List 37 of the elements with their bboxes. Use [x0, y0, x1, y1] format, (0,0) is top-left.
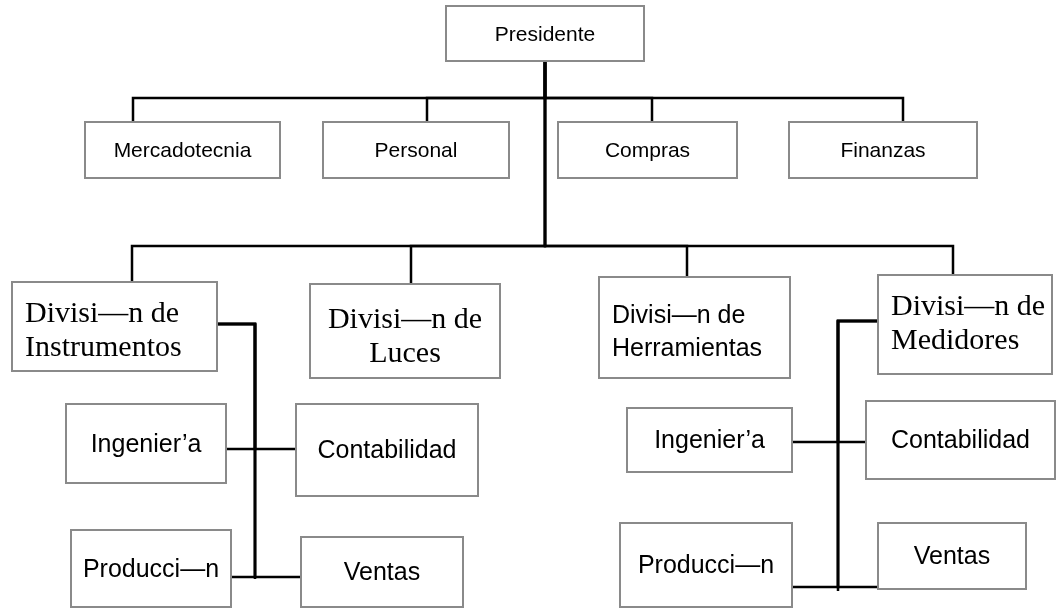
connector-line: [543, 62, 955, 274]
department-name: Ingenier’a: [90, 427, 202, 459]
department-name: Ventas: [343, 556, 421, 588]
org-chart-box: [619, 522, 793, 608]
org-chart-box: [877, 522, 1027, 590]
department-name: Producci—n: [82, 552, 220, 584]
department-name: Contabilidad: [891, 424, 1030, 456]
org-chart-box: [322, 121, 510, 179]
connector-line: [218, 322, 300, 579]
department-name: Finanzas: [840, 137, 926, 164]
connector-line: [836, 319, 877, 589]
department-name: Contabilidad: [317, 434, 457, 466]
org-chart-box: [84, 121, 281, 179]
org-chart-box: [877, 274, 1053, 375]
org-chart-box: [11, 281, 218, 372]
org-chart-box: [598, 276, 791, 379]
org-chart-box: [300, 536, 464, 608]
department-name: Personal: [374, 137, 458, 164]
department-name: Producci—n: [637, 549, 775, 581]
org-chart-box: [445, 5, 645, 62]
department-name: Presidente: [494, 20, 596, 47]
org-chart-box: [865, 400, 1056, 480]
department-name: Ingenier’a: [654, 424, 765, 456]
department-name: Divisi—n de Instrumentos: [25, 295, 183, 363]
org-chart-box: [65, 403, 227, 484]
department-name: Mercadotecnia: [113, 137, 252, 164]
org-chart-box: [70, 529, 232, 608]
department-name: Divisi—n de Medidores: [891, 288, 1047, 356]
org-chart-box: [557, 121, 738, 179]
department-name: Divisi—n de Luces: [326, 301, 484, 369]
org-chart-box: [626, 407, 793, 473]
department-name: Ventas: [913, 540, 991, 572]
department-name: Compras: [604, 137, 691, 164]
org-chart-box: [295, 403, 479, 497]
department-name: Divisi—n de Herramientas: [612, 299, 764, 363]
org-chart-box: [309, 283, 501, 379]
org-chart-box: [788, 121, 978, 179]
